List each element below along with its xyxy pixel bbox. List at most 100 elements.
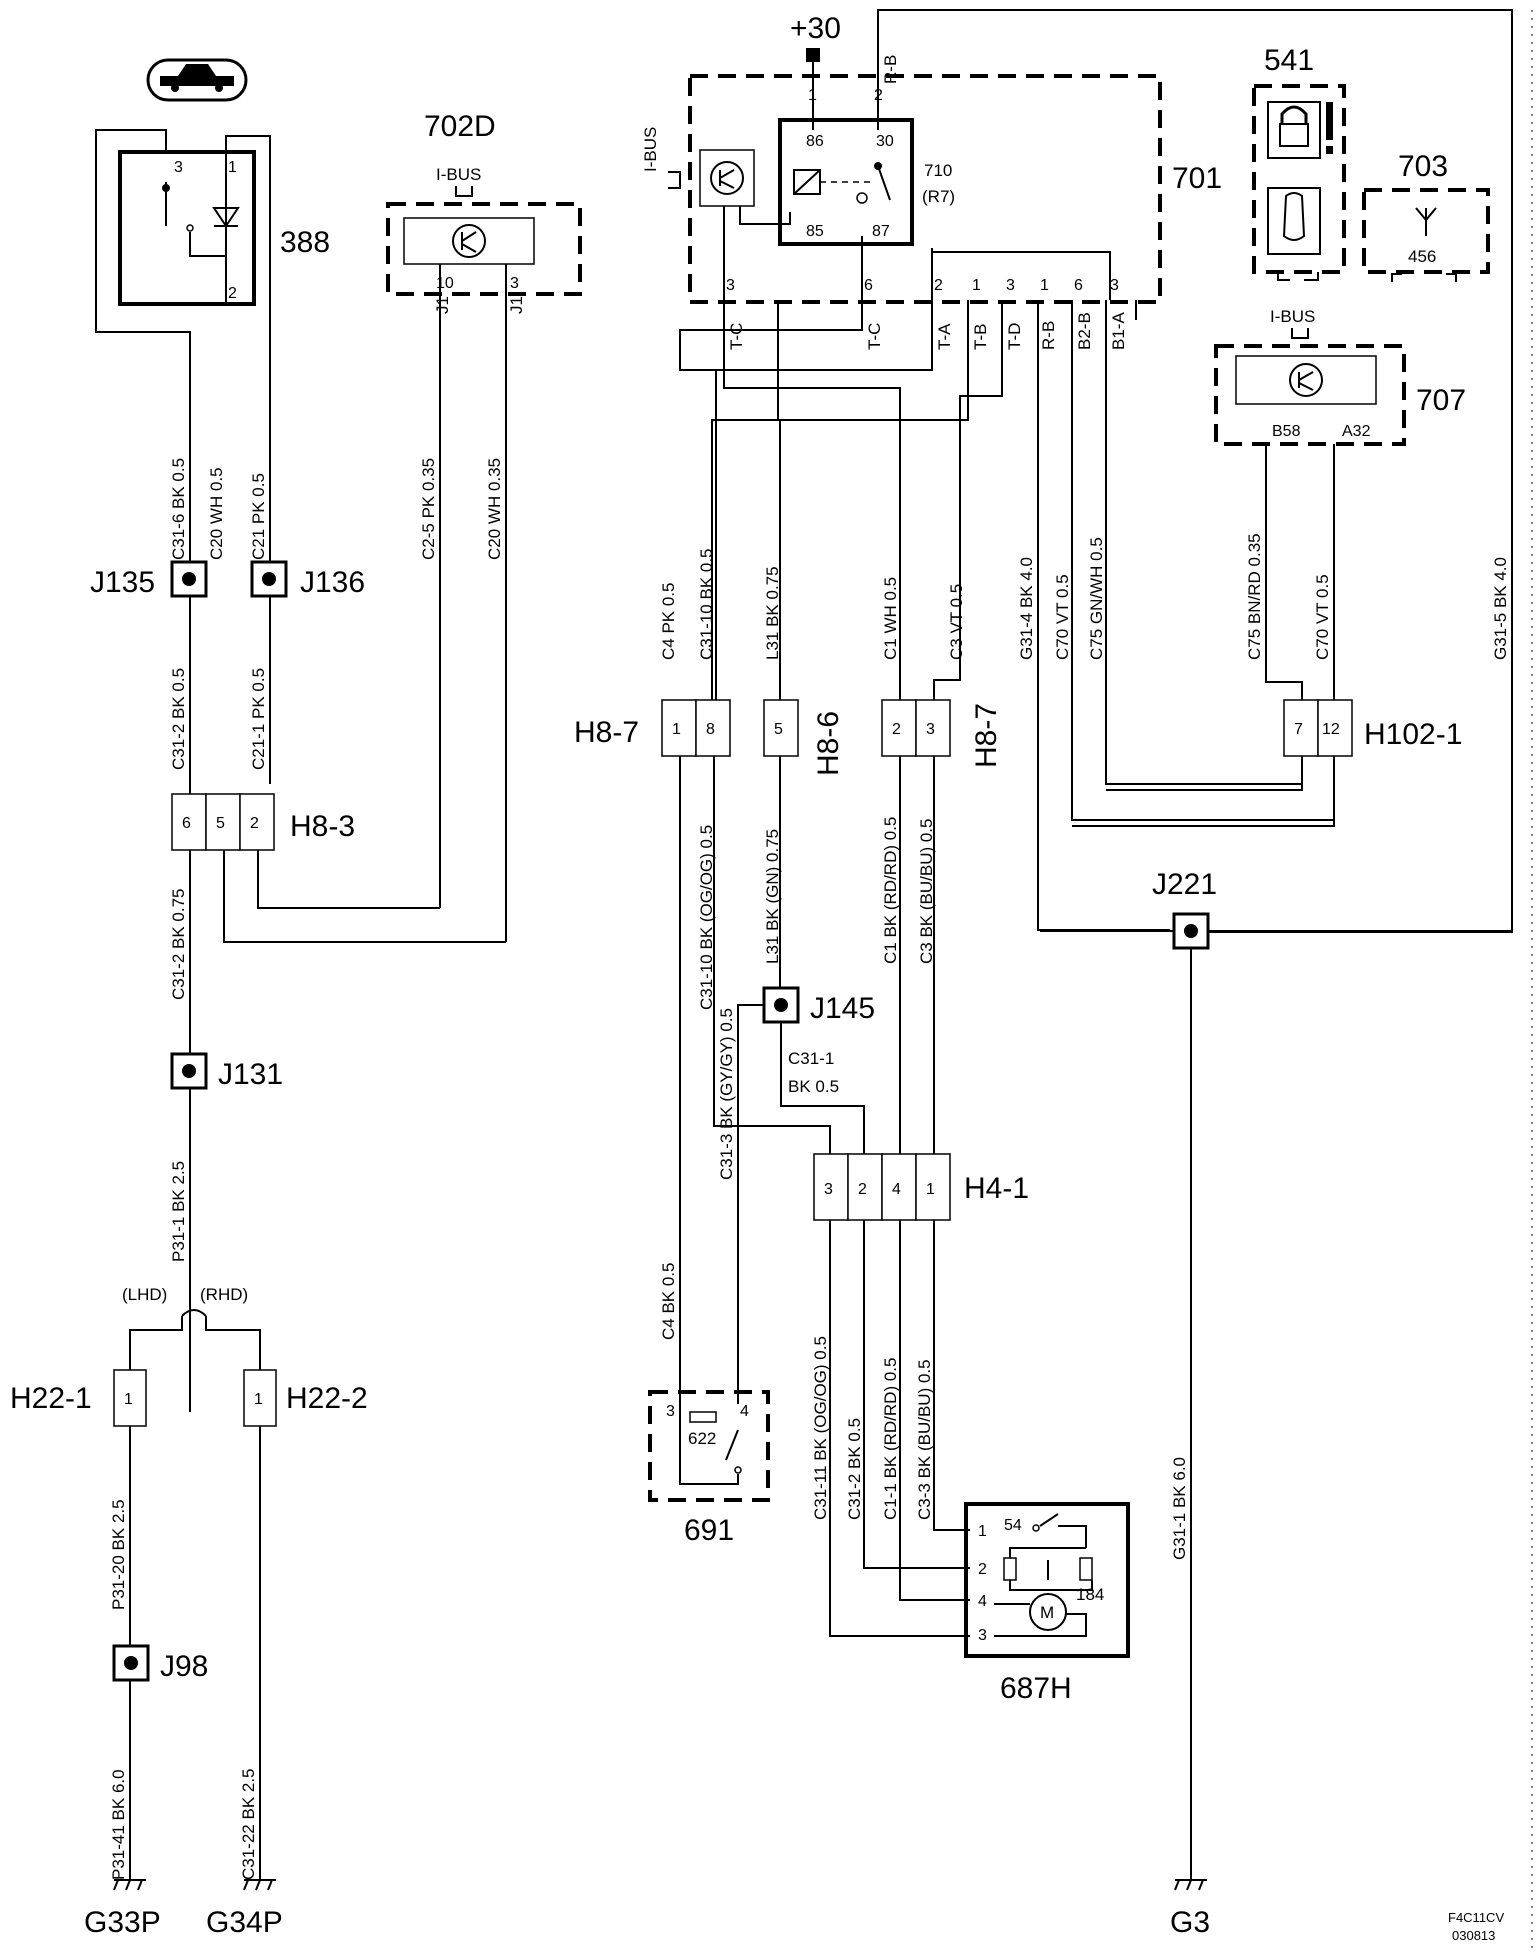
ibus-label-701: I-BUS	[641, 127, 660, 172]
component-703	[1362, 188, 1490, 274]
wire-label-l31: L31 BK 0.75	[763, 566, 782, 660]
pin-701-1: 1	[808, 87, 817, 104]
wire-label-bk-05: BK 0.5	[788, 1077, 839, 1096]
pin-701-b2: 2	[934, 277, 943, 294]
component-691	[648, 1390, 770, 1502]
label-h4-1: H4-1	[964, 1172, 1029, 1205]
wire-label-c31-3: C31-3 BK (GY/GY) 0.5	[717, 1008, 736, 1180]
label-703-num: 456	[1408, 247, 1436, 266]
label-710-sub: (R7)	[922, 187, 955, 206]
label-h22-1: H22-1	[10, 1382, 92, 1415]
pin-702d-10: 10	[436, 275, 454, 292]
pin-710-86: 86	[806, 133, 824, 150]
component-702d	[386, 202, 582, 296]
wire-label-c1: C1 WH 0.5	[881, 577, 900, 660]
pin-701-b3b: 3	[1006, 277, 1015, 294]
label-184: 184	[1076, 1585, 1104, 1604]
label-541: 541	[1264, 44, 1314, 77]
wire-label-c31-10-og: C31-10 BK (OG/OG) 0.5	[697, 825, 716, 1010]
pin-h4-1-1: 1	[926, 1181, 935, 1198]
pin-710-87: 87	[872, 223, 890, 240]
wire-label-c1-rd: C1 BK (RD/RD) 0.5	[881, 817, 900, 964]
label-j136: J136	[300, 566, 365, 599]
wire-label-p31-20: P31-20 BK 2.5	[109, 1499, 128, 1610]
connector-h8-7b: 2 3	[881, 699, 951, 757]
label-rhd: (RHD)	[200, 1285, 248, 1304]
ground-symbol-g33p	[113, 1879, 146, 1891]
pin-701-2: 2	[874, 87, 883, 104]
wire-label-c3-bu: C3 BK (BU/BU) 0.5	[917, 819, 936, 965]
label-h22-2: H22-2	[286, 1382, 368, 1415]
label-h8-6: H8-6	[812, 711, 845, 776]
label-622: 622	[688, 1429, 716, 1448]
wire-label-rb-top: R-B	[881, 55, 900, 84]
pin-702d-j1b: J1	[507, 296, 526, 314]
padlock-icon	[1267, 101, 1333, 159]
footer-date: 030813	[1452, 1928, 1495, 1943]
label-j131: J131	[218, 1058, 283, 1091]
wire-label-c75-bnrd: C75 BN/RD 0.35	[1245, 533, 1264, 660]
wire-label-c21-1: C21-1 PK 0.5	[249, 668, 268, 770]
ground-symbol-g3	[1174, 1879, 1207, 1891]
wire-label-p31-1: P31-1 BK 2.5	[169, 1161, 188, 1262]
pin-691-3: 3	[666, 1403, 675, 1420]
wire-label-c20: C20 WH 0.5	[207, 467, 226, 560]
car-trunk-icon	[146, 58, 248, 102]
car-top-view-icon	[1267, 187, 1321, 255]
pin-388-1: 1	[228, 159, 237, 176]
wire-label-l31-gn: L31 BK (GN) 0.75	[763, 829, 782, 964]
pin-701-b6: 6	[864, 277, 873, 294]
wire-label-c31-22: C31-22 BK 2.5	[239, 1768, 258, 1880]
label-h102-1: H102-1	[1364, 718, 1462, 751]
ibus-label-707: I-BUS	[1270, 307, 1315, 326]
pin-h102-12: 12	[1322, 721, 1340, 738]
junction-j131	[170, 1052, 208, 1090]
pin-701-b1: 1	[972, 277, 981, 294]
pin-h22-1-1: 1	[124, 1391, 133, 1408]
pin-label-r-b: R-B	[1039, 321, 1058, 350]
label-388: 388	[280, 226, 330, 259]
wire-label-c4: C4 PK 0.5	[659, 583, 678, 661]
label-710: 710	[924, 161, 952, 180]
wire-label-c70: C70 VT 0.5	[1053, 574, 1072, 660]
wire-label-g31-1: G31-1 BK 6.0	[1170, 1457, 1189, 1560]
pin-388-3: 3	[174, 159, 183, 176]
motor-symbol	[1029, 1593, 1067, 1631]
label-j221: J221	[1152, 868, 1217, 901]
label-plus30: +30	[790, 12, 841, 45]
wire-label-c75-gnwh: C75 GN/WH 0.5	[1087, 537, 1106, 660]
pin-label-b1-a: B1-A	[1109, 312, 1128, 350]
connector-h22-1	[113, 1369, 147, 1427]
ground-symbol-g34p	[243, 1879, 276, 1891]
pin-h8-3-6: 6	[182, 815, 191, 832]
junction-j136	[250, 560, 288, 598]
pin-687h-1: 1	[978, 1523, 987, 1540]
label-g34p: G34P	[206, 1906, 283, 1939]
pin-687h-2: 2	[978, 1561, 987, 1578]
label-lhd: (LHD)	[122, 1285, 167, 1304]
wire-label-c31-6: C31-6 BK 0.5	[169, 458, 188, 560]
wire-label-p31-41: P31-41 BK 6.0	[109, 1769, 128, 1880]
wire-label-c31-1: C31-1	[788, 1049, 834, 1068]
pin-label-t-b: T-B	[971, 324, 990, 350]
wire-label-g31-4: G31-4 BK 4.0	[1017, 557, 1036, 660]
connector-h8-3: 6 5 2	[171, 793, 275, 851]
component-687h	[964, 1502, 1130, 1658]
pin-h4-1-2: 2	[858, 1181, 867, 1198]
pin-701-b1b: 1	[1040, 277, 1049, 294]
pin-707-b58: B58	[1272, 423, 1301, 440]
pin-710-85: 85	[806, 223, 824, 240]
pin-701-b6b: 6	[1074, 277, 1083, 294]
pin-h102-7: 7	[1294, 721, 1303, 738]
pin-710-30: 30	[876, 133, 894, 150]
pin-691-4: 4	[740, 1403, 749, 1420]
pin-388-2: 2	[228, 285, 237, 302]
wire-label-c3: C3 VT 0.5	[947, 584, 966, 660]
label-g33p: G33P	[84, 1906, 161, 1939]
pin-h8-3-5: 5	[216, 815, 225, 832]
pin-687h-3: 3	[978, 1627, 987, 1644]
pin-702d-j1a: J1	[433, 296, 452, 314]
pin-label-b2-b: B2-B	[1075, 312, 1094, 350]
label-703: 703	[1398, 150, 1448, 183]
label-702d: 702D	[424, 110, 496, 143]
